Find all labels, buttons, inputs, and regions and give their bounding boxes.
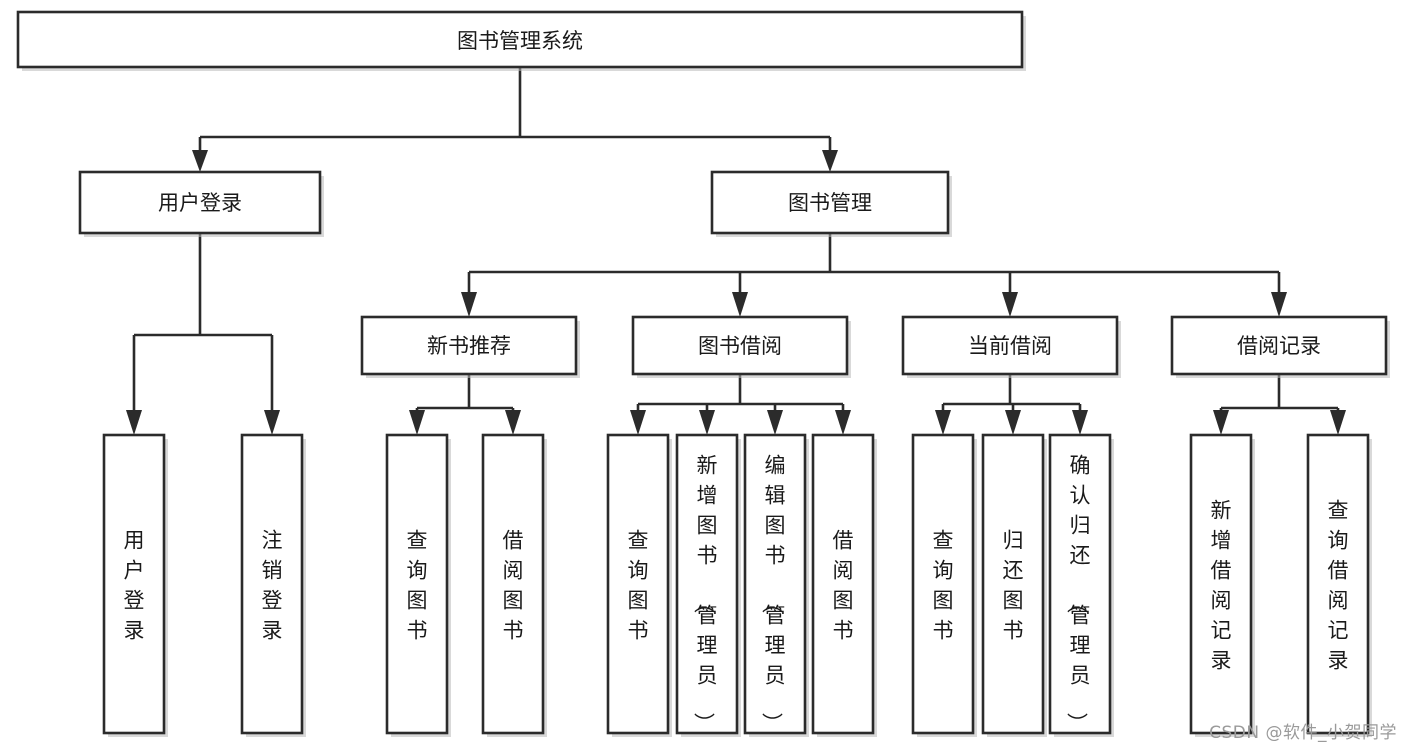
leaf-query-book-rec-box	[385, 433, 449, 735]
arrow-to-leaf-confirm-return-admin	[1072, 410, 1088, 435]
root-label: 图书管理系统	[457, 29, 583, 53]
current-borrow-box	[901, 315, 1119, 376]
node-leaf-query-book-current[interactable]: 查询图书	[911, 433, 977, 737]
borrow-record-box	[1170, 315, 1388, 376]
leaf-user-login-label: 用户登录	[124, 528, 145, 642]
node-book-borrow[interactable]: 图书借阅	[631, 315, 851, 378]
leaf-query-borrow-record-box	[1306, 433, 1370, 735]
root-box	[16, 10, 1024, 69]
leaf-user-login-box	[102, 433, 166, 735]
leaf-query-book-borrow-box	[606, 433, 670, 735]
arrow-to-leaf-query-book-borrow	[630, 410, 646, 435]
leaf-add-borrow-record-label: 新增借阅记录	[1211, 498, 1232, 672]
node-book-manage[interactable]: 图书管理	[710, 170, 952, 237]
book-manage-box	[710, 170, 950, 235]
arrow-to-leaf-query-book-rec	[409, 410, 425, 435]
node-leaf-logout[interactable]: 注销登录	[240, 433, 306, 737]
leaf-edit-book-admin-label: 编辑图书（管理员）	[760, 453, 786, 733]
arrow-to-leaf-borrow-book-rec	[505, 410, 521, 435]
leaf-edit-book-admin-box	[743, 433, 807, 735]
arrow-to-leaf-add-book-admin	[699, 410, 715, 435]
node-root[interactable]: 图书管理系统	[16, 10, 1026, 71]
leaf-query-book-rec-label: 查询图书	[407, 528, 428, 642]
node-current-borrow[interactable]: 当前借阅	[901, 315, 1121, 378]
arrow-to-new-book-recommend	[461, 292, 477, 317]
node-borrow-record[interactable]: 借阅记录	[1170, 315, 1390, 378]
leaf-confirm-return-admin-box	[1048, 433, 1112, 735]
leaf-return-book-box	[981, 433, 1045, 735]
arrow-to-leaf-query-borrow-record	[1330, 410, 1346, 435]
leaf-borrow-book-rec-box	[481, 433, 545, 735]
leaf-add-book-admin-label: 新增图书（管理员）	[692, 453, 718, 733]
arrow-to-book-borrow	[732, 292, 748, 317]
node-leaf-borrow-book-rec[interactable]: 借阅图书	[481, 433, 547, 737]
arrow-to-leaf-return-book	[1005, 410, 1021, 435]
node-leaf-add-borrow-record[interactable]: 新增借阅记录	[1189, 433, 1255, 737]
arrow-to-user-login	[192, 150, 208, 172]
current-borrow-label: 当前借阅	[968, 334, 1052, 358]
borrow-record-label: 借阅记录	[1237, 334, 1321, 358]
leaf-query-borrow-record-label: 查询借阅记录	[1328, 498, 1349, 672]
leaf-query-book-current-box	[911, 433, 975, 735]
node-user-login[interactable]: 用户登录	[78, 170, 324, 237]
leaf-logout-box	[240, 433, 304, 735]
node-leaf-query-borrow-record[interactable]: 查询借阅记录	[1306, 433, 1372, 737]
leaf-logout-label: 注销登录	[262, 528, 283, 642]
node-leaf-borrow-book[interactable]: 借阅图书	[811, 433, 877, 737]
node-leaf-query-book-borrow[interactable]: 查询图书	[606, 433, 672, 737]
leaf-query-book-current-label: 查询图书	[933, 528, 954, 642]
node-leaf-query-book-rec[interactable]: 查询图书	[385, 433, 451, 737]
new-book-recommend-box	[360, 315, 578, 376]
user-login-label: 用户登录	[158, 191, 242, 215]
node-leaf-confirm-return-admin[interactable]: 确认归还（管理员）	[1048, 433, 1114, 737]
node-leaf-add-book-admin[interactable]: 新增图书（管理员）	[675, 433, 741, 737]
arrow-to-book-manage	[822, 150, 838, 172]
leaf-node-layer: 用户登录 注销登录 查询图书 借阅图书 查询图书 新增图书（管理员） 编辑图书（管理员） 借阅…	[102, 433, 1372, 737]
node-leaf-return-book[interactable]: 归还图书	[981, 433, 1047, 737]
book-manage-label: 图书管理	[788, 191, 872, 215]
arrow-to-leaf-user-login	[126, 410, 142, 435]
arrow-to-leaf-edit-book-admin	[767, 410, 783, 435]
arrow-to-borrow-record	[1271, 292, 1287, 317]
node-leaf-user-login[interactable]: 用户登录	[102, 433, 168, 737]
leaf-query-book-borrow-label: 查询图书	[628, 528, 649, 642]
user-login-box	[78, 170, 322, 235]
connector-layer	[126, 67, 1346, 435]
new-book-recommend-label: 新书推荐	[427, 334, 511, 358]
leaf-borrow-book-label: 借阅图书	[833, 528, 854, 642]
leaf-return-book-label: 归还图书	[1003, 528, 1024, 642]
arrow-to-current-borrow	[1002, 292, 1018, 317]
arrow-to-leaf-add-borrow-record	[1213, 410, 1229, 435]
book-borrow-label: 图书借阅	[698, 334, 782, 358]
book-borrow-box	[631, 315, 849, 376]
node-leaf-edit-book-admin[interactable]: 编辑图书（管理员）	[743, 433, 809, 737]
leaf-borrow-book-rec-label: 借阅图书	[503, 528, 524, 642]
arrow-to-leaf-query-book-current	[935, 410, 951, 435]
node-new-book-recommend[interactable]: 新书推荐	[360, 315, 580, 378]
leaf-add-book-admin-box	[675, 433, 739, 735]
arrow-to-leaf-logout	[264, 410, 280, 435]
leaf-add-borrow-record-box	[1189, 433, 1253, 735]
leaf-borrow-book-box	[811, 433, 875, 735]
arrow-to-leaf-borrow-book	[835, 410, 851, 435]
leaf-confirm-return-admin-label: 确认归还（管理员）	[1065, 453, 1091, 733]
